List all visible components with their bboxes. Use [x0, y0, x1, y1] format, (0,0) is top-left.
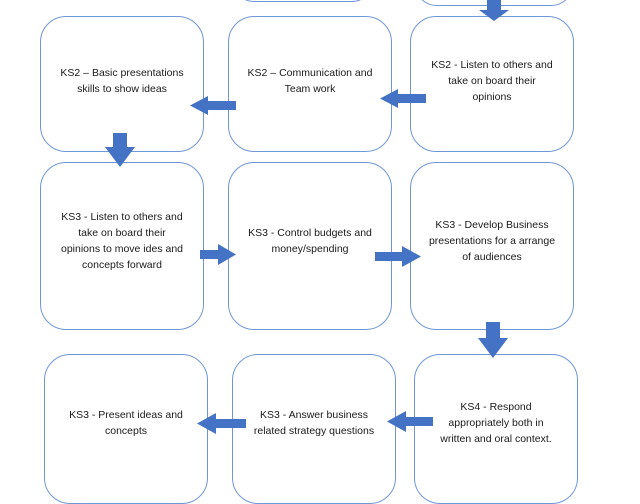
box-ks3-present-text: KS3 - Present ideas and concepts [69, 409, 183, 437]
box-ks3-budgets-text: KS3 - Control budgets and money/spending [248, 227, 372, 255]
box-ks3-strategy-text: KS3 - Answer business related strategy q… [253, 409, 375, 437]
box-ks3-strategy: KS3 - Answer business related strategy q… [232, 354, 396, 504]
box-top-middle-partial [233, 0, 373, 2]
box-ks4-respond-text: KS4 - Respond appropriately both in writ… [440, 401, 552, 445]
box-ks4-respond: KS4 - Respond appropriately both in writ… [414, 354, 578, 504]
box-ks3-business-presentations-text: KS3 - Develop Business presentations for… [428, 219, 556, 263]
box-ks2-communication: KS2 – Communication and Team work [228, 16, 392, 152]
box-ks3-listen: KS3 - Listen to others and take on board… [40, 162, 204, 330]
box-ks3-business-presentations: KS3 - Develop Business presentations for… [410, 162, 574, 330]
box-ks3-budgets: KS3 - Control budgets and money/spending [228, 162, 392, 330]
flow-diagram: KS2 – Basic presentations skills to show… [40, 0, 578, 504]
box-ks2-listen-text: KS2 - Listen to others and take on board… [431, 59, 553, 103]
box-ks2-communication-text: KS2 – Communication and Team work [247, 67, 373, 95]
box-ks3-listen-text: KS3 - Listen to others and take on board… [61, 211, 183, 271]
box-ks2-basic-presentations: KS2 – Basic presentations skills to show… [40, 16, 204, 152]
box-ks3-present: KS3 - Present ideas and concepts [44, 354, 208, 504]
box-ks2-basic-presentations-text: KS2 – Basic presentations skills to show… [60, 67, 184, 95]
box-ks2-listen: KS2 - Listen to others and take on board… [410, 16, 574, 152]
box-top-right-partial [414, 0, 574, 6]
